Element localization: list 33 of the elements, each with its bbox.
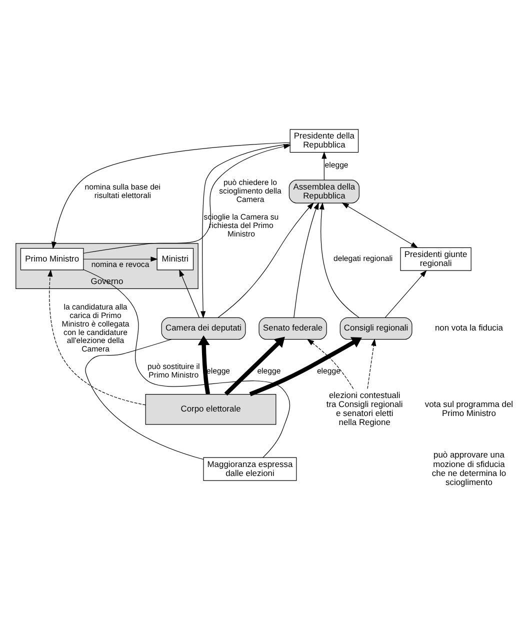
node-box: Presidente della Repubblica (290, 128, 359, 152)
arrow (83, 144, 291, 254)
arrow (200, 143, 290, 318)
arrow (179, 268, 200, 318)
arrow (83, 256, 158, 262)
connector (83, 268, 290, 458)
arrow (48, 268, 146, 405)
node-box: Assemblea della Repubblica (288, 179, 360, 203)
arrow (249, 336, 362, 396)
arrow (218, 202, 314, 318)
arrow (306, 338, 354, 389)
node-box: Camera dei deputati (161, 316, 246, 340)
node-box: Senato federale (258, 316, 327, 340)
arrow (322, 151, 327, 180)
node-box: Corpo elettorale (145, 393, 276, 424)
arrow (319, 202, 360, 318)
connector (85, 338, 204, 460)
node-text: elezioni contestuali tra Consigli regionali e senatori eletti nella Regione (326, 390, 403, 427)
label: vota sul programma del Primo Ministro (424, 398, 514, 418)
arrow (367, 338, 376, 388)
node-box: Maggioranza espressa dalle elezioni (203, 456, 297, 480)
arrow (384, 269, 427, 318)
arrow (51, 142, 290, 249)
label: può approvare una mozione di sfiducia che ne determina lo scioglimento (432, 449, 506, 486)
arrow (224, 336, 285, 396)
node-box: Ministri (156, 247, 194, 270)
label: non vota la fiducia (434, 322, 503, 332)
arrow (294, 202, 319, 318)
arrow (198, 334, 210, 394)
node-box: Consigli regionali (340, 316, 412, 340)
node-box: Primo Ministro (20, 247, 84, 270)
arrow (342, 202, 418, 248)
node-box: Presidenti giunte regionali (400, 246, 472, 270)
